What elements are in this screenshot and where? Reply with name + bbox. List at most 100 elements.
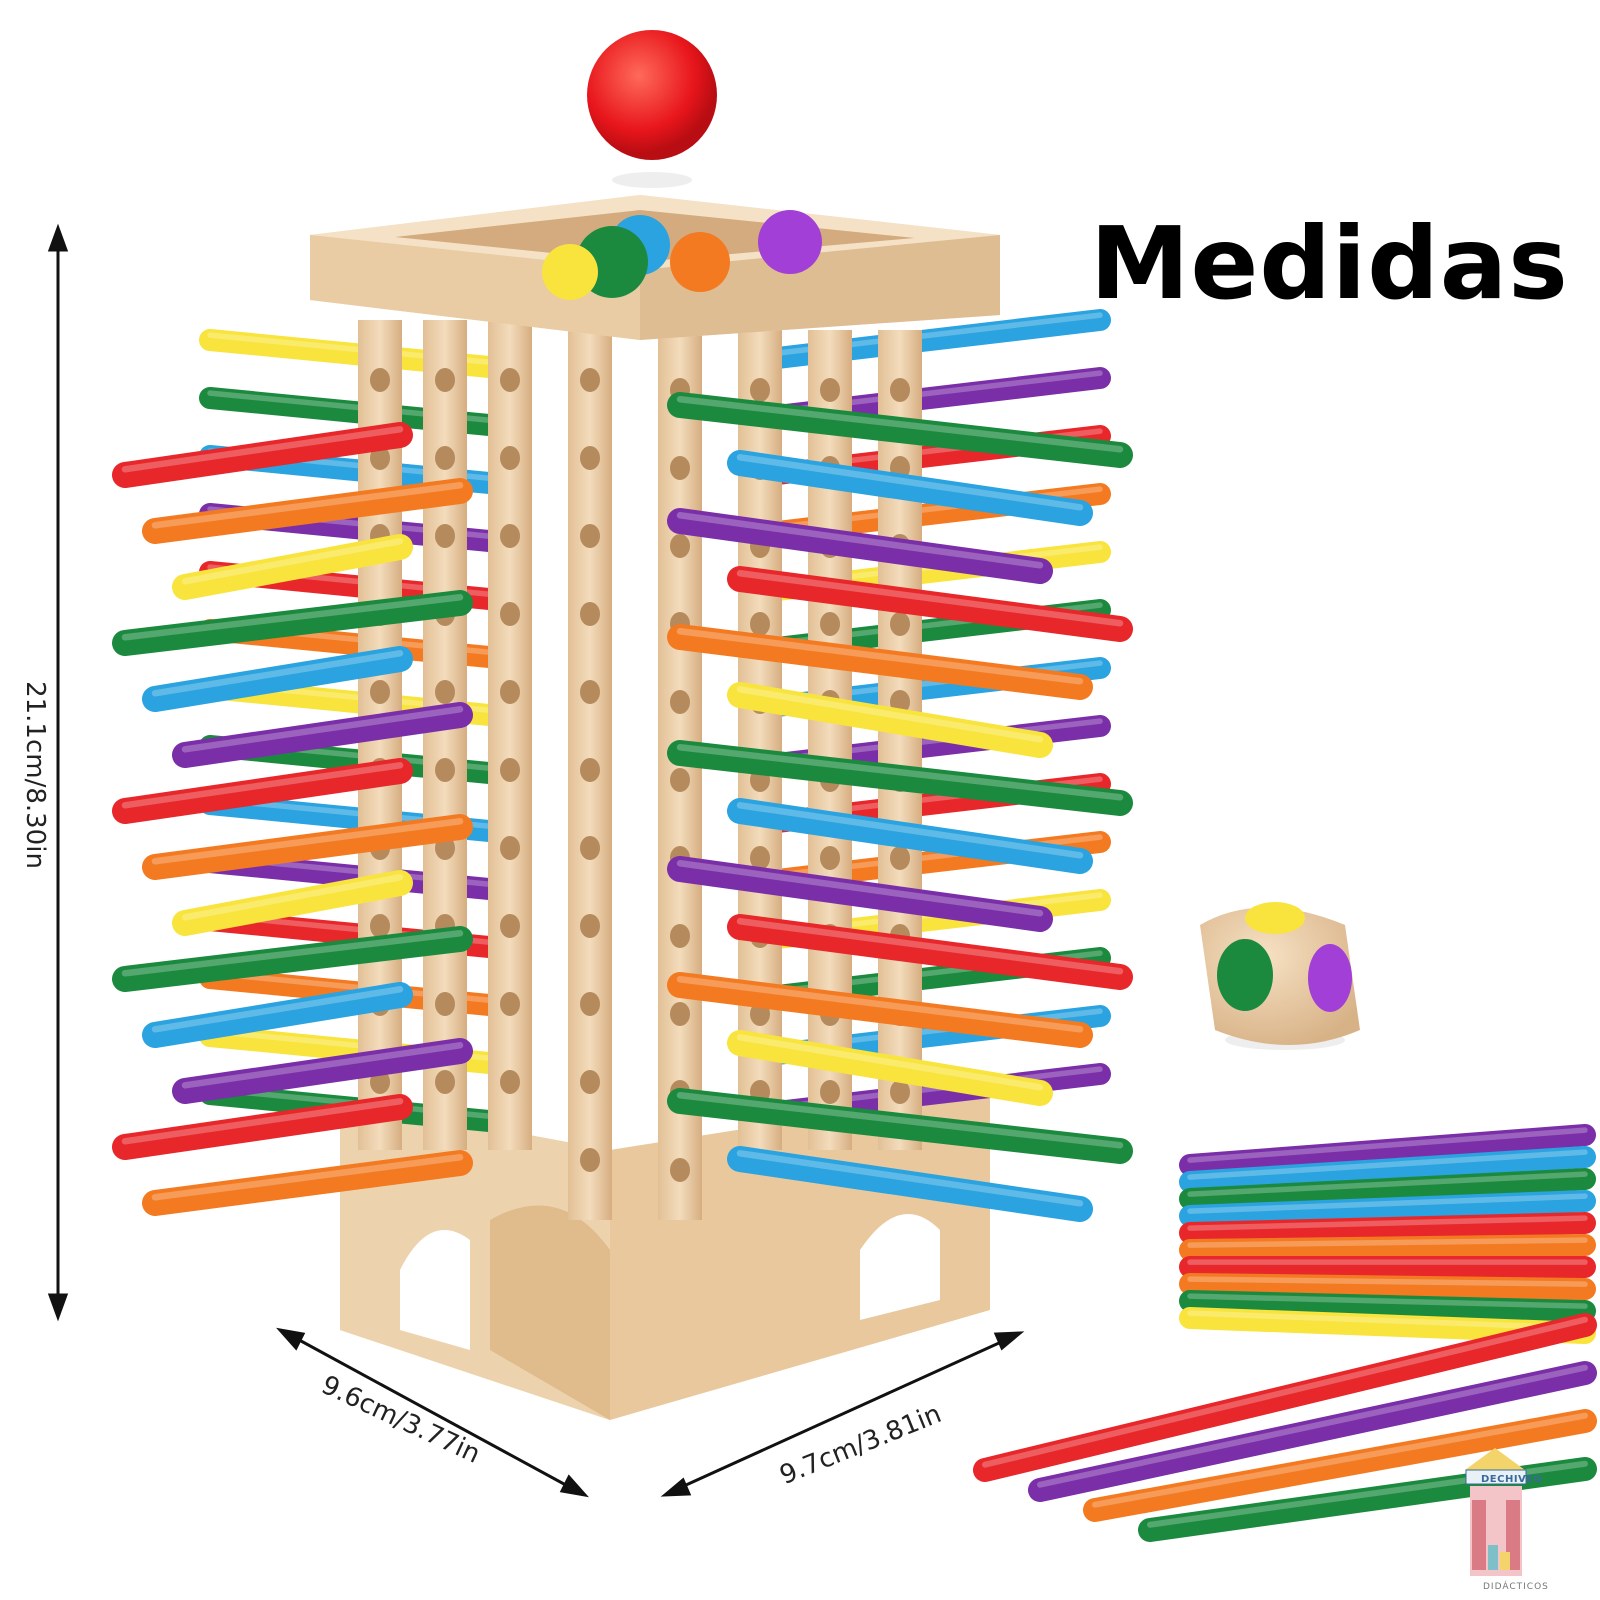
- post-hole: [820, 846, 840, 870]
- stick: [727, 1146, 1093, 1222]
- post-hole: [890, 612, 910, 636]
- stick-highlight: [121, 594, 464, 641]
- post-hole: [370, 446, 390, 470]
- post-hole: [750, 378, 770, 402]
- stick: [172, 702, 473, 768]
- stick-highlight: [181, 538, 404, 585]
- post-hole: [500, 1070, 520, 1094]
- post-hole: [580, 836, 600, 860]
- stick-highlight: [1092, 1412, 1588, 1508]
- post-hole: [820, 378, 840, 402]
- post-hole: [500, 446, 520, 470]
- stick: [667, 856, 1053, 932]
- stick: [112, 1094, 413, 1160]
- stick: [142, 982, 413, 1048]
- stick-highlight: [1187, 1171, 1588, 1197]
- red-ball: [587, 30, 717, 188]
- post-hole: [500, 992, 520, 1016]
- post-hole: [890, 846, 910, 870]
- post-hole: [435, 524, 455, 548]
- stick: [112, 590, 473, 656]
- post-hole: [670, 456, 690, 480]
- stick: [667, 624, 1093, 700]
- stick-highlight: [676, 396, 1124, 453]
- stick-highlight: [676, 976, 1084, 1033]
- post-hole: [435, 758, 455, 782]
- post-hole: [370, 914, 390, 938]
- stick: [727, 566, 1133, 642]
- post-hole: [500, 914, 520, 938]
- post-hole: [435, 1070, 455, 1094]
- stick-highlight: [676, 628, 1084, 685]
- post-hole: [580, 524, 600, 548]
- stick-highlight: [1187, 1237, 1588, 1248]
- brand-logo-subtitle: DIDÁCTICOS: [1483, 1582, 1549, 1592]
- stick-highlight: [151, 818, 464, 865]
- post-hole: [580, 368, 600, 392]
- stick: [172, 1038, 473, 1104]
- stick-highlight: [1037, 1364, 1588, 1488]
- stick: [142, 814, 473, 880]
- stick: [727, 682, 1053, 758]
- stick: [1179, 1168, 1596, 1210]
- stick-highlight: [121, 930, 464, 977]
- page-title: Medidas: [1090, 205, 1569, 322]
- stick-highlight: [121, 426, 404, 473]
- stick-highlight: [676, 512, 1044, 569]
- post-hole: [370, 368, 390, 392]
- post-hole: [500, 758, 520, 782]
- stick: [142, 478, 473, 544]
- stick-highlight: [736, 1034, 1044, 1091]
- post-hole: [580, 758, 600, 782]
- post-hole: [670, 924, 690, 948]
- post-hole: [370, 680, 390, 704]
- post-hole: [890, 378, 910, 402]
- post-hole: [670, 1158, 690, 1182]
- stick-highlight: [1187, 1127, 1588, 1163]
- stick-highlight: [121, 762, 404, 809]
- post-hole: [500, 368, 520, 392]
- stick: [1083, 1409, 1597, 1522]
- stick: [112, 758, 413, 824]
- stick: [727, 914, 1133, 990]
- stick: [667, 508, 1053, 584]
- stick-highlight: [1187, 1276, 1588, 1287]
- stick: [727, 450, 1093, 526]
- brand-logo: [1465, 1448, 1527, 1576]
- stick: [172, 870, 413, 936]
- stick-highlight: [151, 482, 464, 529]
- stick: [667, 740, 1133, 816]
- post-hole: [580, 1070, 600, 1094]
- stick: [1179, 1273, 1596, 1300]
- stick-highlight: [181, 706, 464, 753]
- stick-highlight: [736, 1150, 1084, 1207]
- stick-highlight: [676, 860, 1044, 917]
- stick: [1179, 1190, 1596, 1227]
- brand-logo-name: DECHIVEO: [1481, 1474, 1543, 1485]
- stick: [1179, 1124, 1596, 1176]
- stick-highlight: [736, 454, 1084, 511]
- stick-highlight: [1187, 1193, 1588, 1214]
- stick: [1179, 1290, 1596, 1322]
- post-hole: [500, 680, 520, 704]
- post-hole: [500, 602, 520, 626]
- post-hole: [500, 524, 520, 548]
- stick-highlight: [151, 986, 404, 1033]
- post-hole: [670, 534, 690, 558]
- post-hole: [580, 602, 600, 626]
- stick-highlight: [1187, 1310, 1588, 1331]
- tower-post: [423, 320, 467, 1150]
- front-sticks: [112, 392, 1133, 1222]
- stick: [667, 972, 1093, 1048]
- post-hole: [820, 1080, 840, 1104]
- stick: [1179, 1146, 1596, 1193]
- post-hole: [580, 680, 600, 704]
- post-hole: [820, 612, 840, 636]
- post-hole: [580, 1148, 600, 1172]
- stick: [142, 1150, 473, 1216]
- post-hole: [500, 836, 520, 860]
- stick: [142, 646, 413, 712]
- stick: [727, 1030, 1053, 1106]
- post-hole: [670, 1002, 690, 1026]
